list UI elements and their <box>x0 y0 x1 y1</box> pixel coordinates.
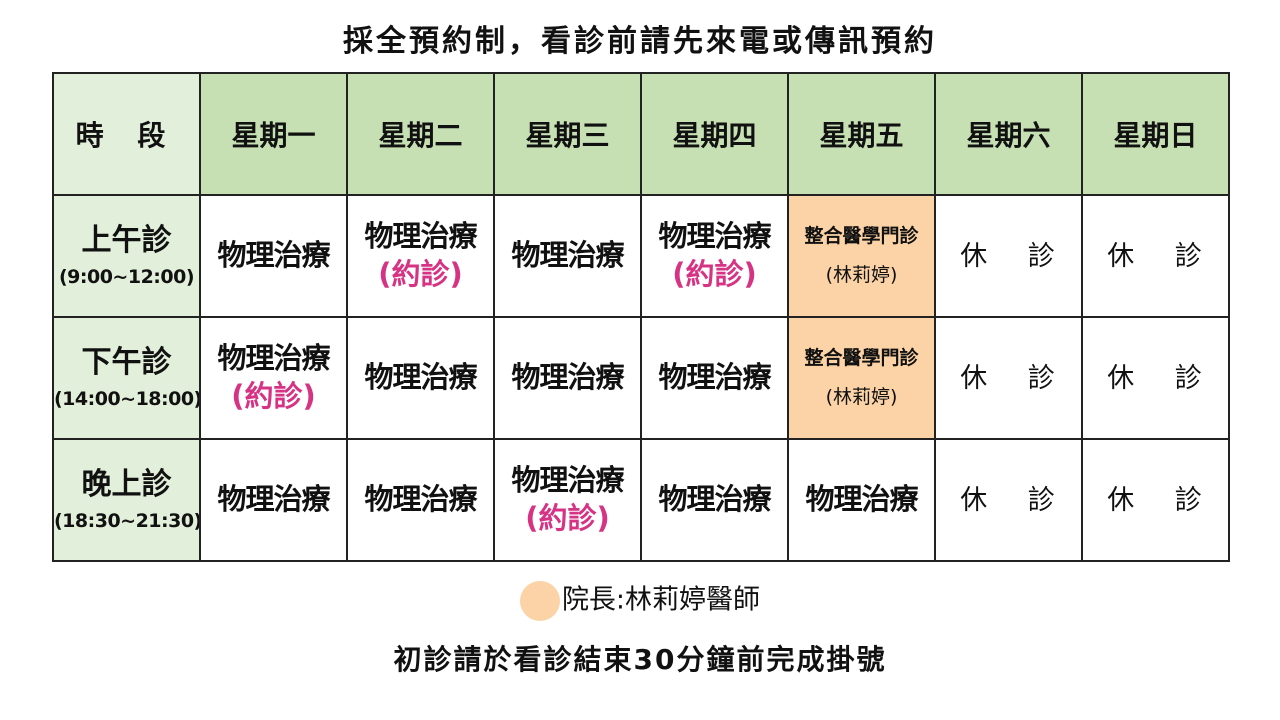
period-cell-afternoon: 下午診 (14:00~18:00) <box>52 316 201 440</box>
day-header-fri: 星期五 <box>787 72 936 196</box>
period-time: (14:00~18:00) <box>54 388 200 411</box>
day-header-mon: 星期一 <box>199 72 348 196</box>
closed-cell: 休 診 <box>1081 438 1230 562</box>
day-header-sun: 星期日 <box>1081 72 1230 196</box>
director-name: (林莉婷) <box>825 264 898 286</box>
service-label: 物理治療 <box>217 341 330 376</box>
top-notice: 採全預約制，看診前請先來電或傳訊預約 <box>343 24 937 59</box>
service-label: 物理治療 <box>364 219 477 254</box>
schedule-cell: 物理治療 (約診) <box>346 194 495 318</box>
schedule-cell: 物理治療 (約診) <box>199 316 348 440</box>
schedule-cell: 物理治療 <box>640 438 789 562</box>
service-label: 物理治療 <box>511 463 624 498</box>
day-header-thu: 星期四 <box>640 72 789 196</box>
schedule-cell: 物理治療 (約診) <box>493 438 642 562</box>
closed-cell: 休 診 <box>934 316 1083 440</box>
schedule-cell: 物理治療 <box>199 194 348 318</box>
schedule-cell: 物理治療 <box>346 316 495 440</box>
schedule-cell: 物理治療 <box>640 316 789 440</box>
service-label: 物理治療 <box>805 482 918 517</box>
period-cell-morning: 上午診 (9:00~12:00) <box>52 194 201 318</box>
period-time: (9:00~12:00) <box>58 266 195 289</box>
table-row: 晚上診 (18:30~21:30) 物理治療 物理治療 物理治療 (約診) 物理… <box>52 438 1230 562</box>
clinic-schedule-table: 時 段 星期一 星期二 星期三 星期四 星期五 星期六 星期日 上午診 (9:0… <box>52 72 1230 562</box>
closed-label: 休 診 <box>960 241 1071 273</box>
closed-label: 休 診 <box>960 485 1071 517</box>
appointment-note: (約診) <box>525 501 610 535</box>
schedule-cell: 物理治療 <box>493 194 642 318</box>
bottom-note: 初診請於看診結束30分鐘前完成掛號 <box>393 643 887 676</box>
day-header-tue: 星期二 <box>346 72 495 196</box>
schedule-cell: 物理治療 <box>199 438 348 562</box>
service-label: 物理治療 <box>658 360 771 395</box>
schedule-cell: 物理治療 (約診) <box>640 194 789 318</box>
closed-label: 休 診 <box>1107 485 1218 517</box>
director-clinic-cell: 整合醫學門診 (林莉婷) <box>787 194 936 318</box>
service-label: 物理治療 <box>658 482 771 517</box>
schedule-cell: 物理治療 <box>787 438 936 562</box>
schedule-cell: 物理治療 <box>346 438 495 562</box>
period-name: 下午診 <box>81 345 172 381</box>
table-row: 上午診 (9:00~12:00) 物理治療 物理治療 (約診) 物理治療 物理治… <box>52 194 1230 318</box>
period-cell-evening: 晚上診 (18:30~21:30) <box>52 438 201 562</box>
appointment-note: (約診) <box>672 257 757 291</box>
closed-cell: 休 診 <box>1081 316 1230 440</box>
closed-label: 休 診 <box>1107 363 1218 395</box>
legend-color-dot <box>519 580 560 621</box>
closed-cell: 休 診 <box>1081 194 1230 318</box>
appointment-note: (約診) <box>231 379 316 413</box>
closed-label: 休 診 <box>960 363 1071 395</box>
director-clinic-label: 整合醫學門診 <box>804 225 919 248</box>
period-header: 時 段 <box>52 72 201 196</box>
service-label: 物理治療 <box>364 482 477 517</box>
header-row: 時 段 星期一 星期二 星期三 星期四 星期五 星期六 星期日 <box>52 72 1230 196</box>
service-label: 物理治療 <box>658 219 771 254</box>
service-label: 物理治療 <box>217 482 330 517</box>
period-name: 晚上診 <box>81 467 172 503</box>
schedule-cell: 物理治療 <box>493 316 642 440</box>
legend: 院長:林莉婷醫師 <box>0 580 1280 621</box>
service-label: 物理治療 <box>217 238 330 273</box>
closed-cell: 休 診 <box>934 438 1083 562</box>
appointment-note: (約診) <box>378 257 463 291</box>
day-header-sat: 星期六 <box>934 72 1083 196</box>
service-label: 物理治療 <box>511 238 624 273</box>
director-clinic-cell: 整合醫學門診 (林莉婷) <box>787 316 936 440</box>
service-label: 物理治療 <box>511 360 624 395</box>
closed-cell: 休 診 <box>934 194 1083 318</box>
closed-label: 休 診 <box>1107 241 1218 273</box>
period-name: 上午診 <box>81 223 172 259</box>
service-label: 物理治療 <box>364 360 477 395</box>
director-clinic-label: 整合醫學門診 <box>804 347 919 370</box>
table-row: 下午診 (14:00~18:00) 物理治療 (約診) 物理治療 物理治療 物理… <box>52 316 1230 440</box>
legend-label: 院長:林莉婷醫師 <box>561 584 761 616</box>
period-time: (18:30~21:30) <box>54 510 200 533</box>
day-header-wed: 星期三 <box>493 72 642 196</box>
director-name: (林莉婷) <box>825 386 898 408</box>
